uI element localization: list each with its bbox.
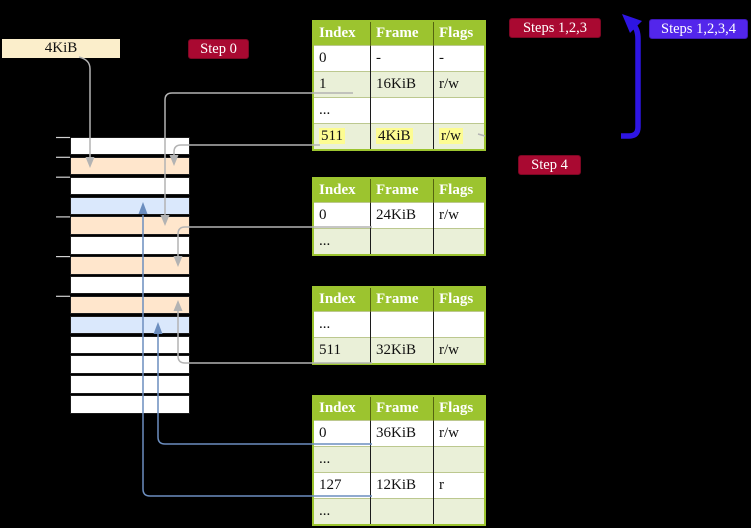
table-row: ... <box>313 311 485 338</box>
memory-column <box>70 137 190 416</box>
cell-flags: r/w <box>433 420 485 447</box>
page-table-3: Index Frame Flags ... 511 32KiB r/w <box>312 286 486 365</box>
memory-frame-row-7-free <box>70 276 190 295</box>
table-row: ... <box>313 228 485 255</box>
memory-frame-row-10-free <box>70 335 190 354</box>
cell-index: 511 <box>313 337 371 364</box>
cell-flags: r/w <box>433 337 485 364</box>
highlight: r/w <box>439 128 463 144</box>
arrow-entry511-to-frame-4kib <box>173 144 320 157</box>
col-header-index: Index <box>313 287 371 312</box>
cell-flags <box>433 228 485 255</box>
memory-frame-row-12-free <box>70 375 190 394</box>
badge-step-4: Step 4 <box>518 155 581 175</box>
table-row: 127 12KiB r <box>313 472 485 499</box>
cell-flags: r/w <box>433 202 485 229</box>
col-header-index: Index <box>313 396 371 421</box>
col-header-index: Index <box>313 21 371 46</box>
page-table-2: Index Frame Flags 0 24KiB r/w ... <box>312 177 486 256</box>
memory-frame-row-13-free <box>70 395 190 414</box>
memory-frame-row-1-page-table <box>70 156 190 176</box>
cell-index: 0 <box>313 45 371 72</box>
table-row: ... <box>313 446 485 473</box>
cell-flags <box>433 311 485 338</box>
col-header-flags: Flags <box>433 178 485 203</box>
col-header-index: Index <box>313 178 371 203</box>
table-header-row: Index Frame Flags <box>313 396 485 421</box>
cell-flags <box>433 498 485 525</box>
table-row: 0 - - <box>313 45 485 72</box>
table-header-row: Index Frame Flags <box>313 287 485 312</box>
cell-frame: - <box>370 45 434 72</box>
cell-flags: r/w <box>433 71 485 98</box>
col-header-flags: Flags <box>433 396 485 421</box>
table-header-row: Index Frame Flags <box>313 178 485 203</box>
col-header-frame: Frame <box>370 287 434 312</box>
cell-frame <box>370 97 434 124</box>
cell-frame: 12KiB <box>370 472 434 499</box>
recursive-loop-arrow <box>621 14 642 139</box>
cell-frame: 32KiB <box>370 337 434 364</box>
table-row: 0 36KiB r/w <box>313 420 485 447</box>
cell-flags: r/w <box>433 123 485 150</box>
table-row-recursive-entry: 511 4KiB r/w <box>313 123 485 150</box>
page-table-4: Index Frame Flags 0 36KiB r/w ... 127 12… <box>312 395 486 526</box>
memory-frame-row-9-mapped-page <box>70 315 190 335</box>
cell-frame <box>370 498 434 525</box>
highlight: 4KiB <box>376 128 413 144</box>
page-table-1: Index Frame Flags 0 - - 1 16KiB r/w ... … <box>312 20 486 151</box>
cell-index: ... <box>313 228 371 255</box>
badge-steps-1234: Steps 1,2,3,4 <box>649 19 748 39</box>
table-row: 511 32KiB r/w <box>313 337 485 364</box>
table-row: ... <box>313 498 485 525</box>
highlight: 511 <box>319 128 345 144</box>
cell-frame <box>370 311 434 338</box>
cell-flags: - <box>433 45 485 72</box>
cell-frame <box>370 446 434 473</box>
table-row: 1 16KiB r/w <box>313 71 485 98</box>
badge-step-0: Step 0 <box>188 39 249 59</box>
memory-frame-row-4-page-table <box>70 216 190 235</box>
memory-frame-row-6-page-table <box>70 256 190 275</box>
memory-frame-row-0-free <box>70 137 190 156</box>
col-header-frame: Frame <box>370 178 434 203</box>
table-header-row: Index Frame Flags <box>313 21 485 46</box>
table-row: 0 24KiB r/w <box>313 202 485 229</box>
cell-frame: 36KiB <box>370 420 434 447</box>
cell-index: 0 <box>313 202 371 229</box>
cell-index: 0 <box>313 420 371 447</box>
cell-index: 1 <box>313 71 371 98</box>
memory-frame-row-8-page-table <box>70 295 190 315</box>
col-header-frame: Frame <box>370 21 434 46</box>
cell-frame <box>370 228 434 255</box>
cell-index: ... <box>313 446 371 473</box>
cell-frame: 4KiB <box>370 123 434 150</box>
cell-flags <box>433 446 485 473</box>
root-frame-box: 4KiB <box>2 39 120 58</box>
cell-index: 511 <box>313 123 371 150</box>
cell-flags: r <box>433 472 485 499</box>
memory-tick-marks <box>56 136 70 297</box>
cell-index: ... <box>313 97 371 124</box>
col-header-frame: Frame <box>370 396 434 421</box>
cell-flags <box>433 97 485 124</box>
memory-frame-row-3-mapped-page <box>70 196 190 215</box>
badge-steps-123: Steps 1,2,3 <box>509 18 601 38</box>
col-header-flags: Flags <box>433 287 485 312</box>
cell-frame: 16KiB <box>370 71 434 98</box>
table-row: ... <box>313 97 485 124</box>
memory-frame-row-11-free <box>70 355 190 374</box>
memory-frame-row-2-free <box>70 176 190 196</box>
cell-index: 127 <box>313 472 371 499</box>
cell-index: ... <box>313 498 371 525</box>
cell-frame: 24KiB <box>370 202 434 229</box>
cell-index: ... <box>313 311 371 338</box>
col-header-flags: Flags <box>433 21 485 46</box>
memory-frame-row-5-free <box>70 236 190 255</box>
